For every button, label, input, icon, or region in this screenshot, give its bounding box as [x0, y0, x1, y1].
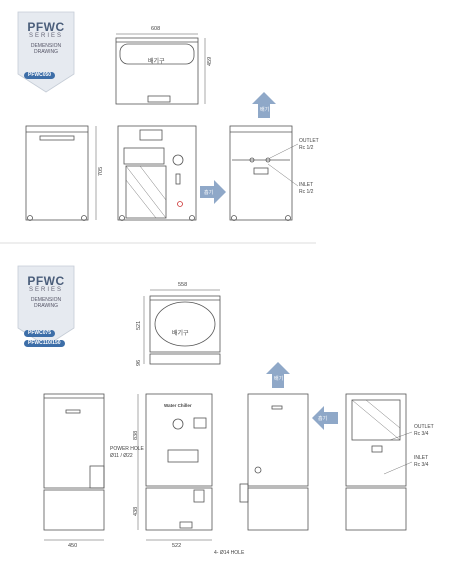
outlet-label-1: OUTLET [299, 138, 319, 144]
inlet-size-2: Rc 3/4 [414, 462, 429, 468]
badge-1: PFWC SERIES DEMENSION DRAWING [18, 20, 74, 55]
dim-height-top-2: 521 [136, 320, 142, 330]
top-view-unit-2 [149, 295, 221, 353]
badge-1-title: PFWC [27, 20, 65, 34]
power-hole-label: POWER HOLE [110, 446, 144, 452]
inlet-label-1: INLET [299, 182, 314, 188]
intake-arrow-label-2: 흡기 [318, 416, 328, 422]
exhaust-arrow-label-2: 배기 [274, 376, 284, 382]
badge-2-title: PFWC [27, 274, 65, 288]
dim-width-top-1: 608 [151, 26, 161, 32]
exhaust-arrow-label-1: 배기 [260, 107, 270, 113]
dim-height-upper-2: 838 [133, 430, 139, 440]
badge-1-series: SERIES [28, 33, 63, 39]
exhaust-arrow-2 [266, 362, 290, 388]
hole-label: 4- Ø14 HOLE [214, 550, 245, 556]
intake-arrow-2 [312, 406, 338, 430]
badge-1-desc-2: DRAWING [34, 49, 58, 55]
model-pill-pfwc050: PFWC050 [24, 72, 56, 79]
badge-1-desc-1: DEMENSION [30, 43, 62, 49]
outlet-size-1: Rc 1/2 [299, 145, 314, 151]
dim-width-front-2: 522 [172, 543, 182, 549]
power-hole-size: Ø11 / Ø22 [110, 453, 133, 459]
intake-arrow-label-1: 흡기 [204, 190, 214, 196]
model-pill-pfwc110-150: PFWC110/150 [24, 340, 65, 347]
dim-width-side-2: 450 [68, 543, 78, 549]
inlet-label-2: INLET [414, 455, 429, 461]
dim-width-top-2: 558 [178, 282, 188, 288]
front-view-unit-1 [117, 125, 197, 221]
model-pill-pfwc075: PFWC075 [24, 330, 56, 337]
badge-2: PFWC SERIES DEMENSION DRAWING [18, 274, 74, 309]
dim-height-lower-2: 438 [133, 506, 139, 516]
side2-view-unit-2 [247, 393, 309, 487]
inlet-size-1: Rc 1/2 [299, 189, 314, 195]
side-view-unit-1 [25, 125, 89, 221]
badge-2-desc-1: DEMENSION [30, 297, 62, 303]
exhaust-arrow-1 [252, 92, 276, 118]
front-view-unit-2 [145, 393, 213, 487]
top-view-unit-1 [115, 37, 199, 105]
rear-view-unit-1 [229, 125, 293, 221]
side-view-unit-2 [43, 393, 105, 489]
series-badge-2 [17, 265, 75, 347]
exhaust-label-1: 배기구 [148, 59, 165, 65]
brand-label: Water Chiller [164, 403, 192, 408]
dim-height-side-1: 705 [98, 166, 104, 176]
badge-2-series: SERIES [28, 287, 63, 293]
rear-view-unit-2 [345, 393, 407, 487]
outlet-size-2: Rc 3/4 [414, 431, 429, 437]
dim-small-2: 96 [136, 359, 142, 366]
badge-2-desc-2: DRAWING [34, 303, 58, 309]
outlet-label-2: OUTLET [414, 424, 434, 430]
exhaust-label-2: 배기구 [172, 331, 189, 337]
dim-height-top-1: 459 [207, 56, 213, 66]
intake-arrow-1 [200, 180, 226, 204]
